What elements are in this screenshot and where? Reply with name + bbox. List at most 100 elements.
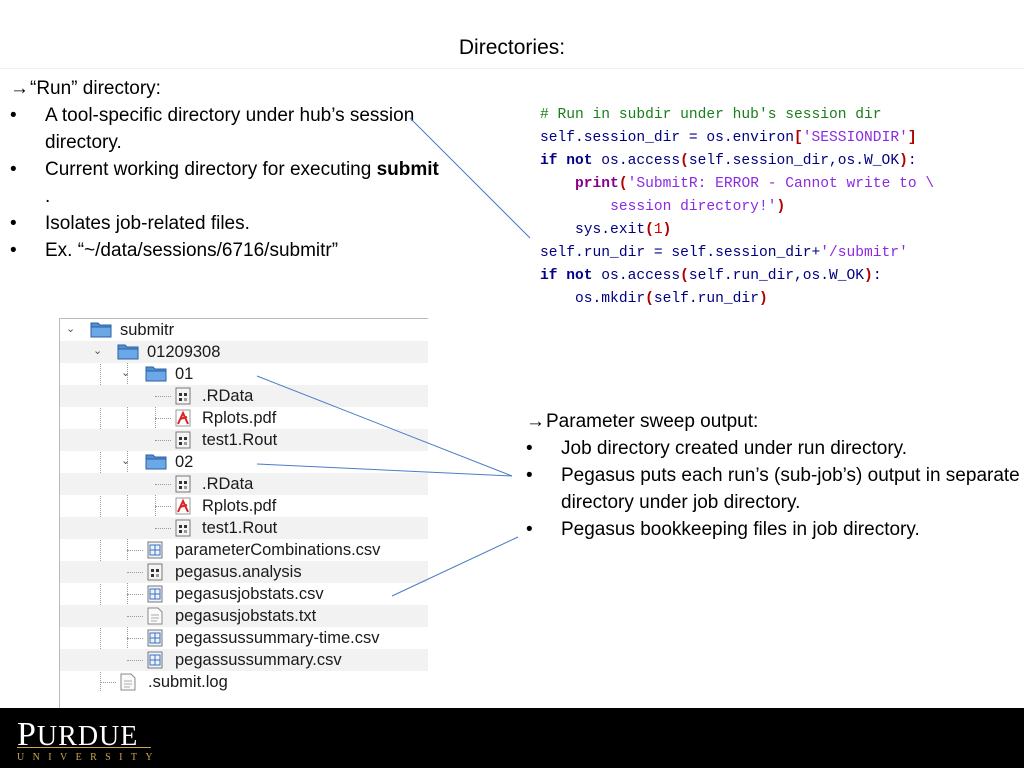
tree-row[interactable]: pegasusjobstats.csv [60, 583, 428, 605]
tree-label: submitr [120, 321, 175, 339]
code-string: 'SubmitR: ERROR - Cannot write to \ [627, 176, 935, 192]
code-string: 'SESSIONDIR' [802, 130, 908, 146]
bullet-tail: . [45, 186, 51, 207]
tree-row[interactable]: .RData [60, 385, 428, 407]
bullet-text: Ex. “~/data/sessions/6716/submitr” [45, 240, 339, 261]
right-arrow-icon: → [526, 411, 545, 432]
tree-row[interactable]: pegassussummary-time.csv [60, 627, 428, 649]
code-text: self.run_dir [653, 291, 759, 307]
chevron-down-icon[interactable]: ⌄ [121, 367, 131, 379]
parameter-sweep-bullets: →Parameter sweep output: • Job directory … [526, 408, 1024, 543]
code-comment: # Run in subdir under hub's session dir [540, 107, 882, 123]
code-text: os.access [592, 268, 681, 284]
run-directory-bullets: →“Run” directory: • A tool-specific direc… [10, 75, 440, 264]
tree-row[interactable]: .RData [60, 473, 428, 495]
bullet-dot: • [10, 105, 17, 126]
slide-title: Directories: [458, 36, 566, 59]
tree-row[interactable]: Rplots.pdf [60, 495, 428, 517]
bullet-item: •Current working directory for executing… [10, 156, 440, 210]
tree-row[interactable]: ⌄ 01 [60, 363, 428, 385]
tree-row[interactable]: test1.Rout [60, 517, 428, 539]
code-string: '/submitr' [820, 245, 908, 261]
data-file-icon [175, 475, 191, 493]
tree-row[interactable]: ⌄ 01209308 [60, 341, 428, 363]
run-directory-heading: →“Run” directory: [10, 75, 440, 102]
folder-icon [117, 344, 139, 360]
chevron-down-icon[interactable]: ⌄ [121, 455, 131, 467]
bullet-item: • Job directory created under run directo… [526, 435, 1024, 462]
tree-label: pegassussummary.csv [175, 651, 342, 669]
connector-line [256, 463, 513, 477]
tree-label: Rplots.pdf [202, 409, 277, 427]
data-file-icon [175, 387, 191, 405]
tree-row[interactable]: pegasusjobstats.txt [60, 605, 428, 627]
tree-guide [127, 594, 143, 595]
connector-line [256, 375, 513, 477]
folder-icon [145, 454, 167, 470]
code-text: sys.exit [575, 222, 646, 238]
tree-label: .submit.log [148, 673, 228, 691]
tree-label: test1.Rout [202, 431, 278, 449]
tree-guide [155, 385, 156, 440]
tree-label: pegasus.analysis [175, 563, 302, 581]
tree-row[interactable]: Rplots.pdf [60, 407, 428, 429]
run-directory-heading-text: “Run” directory: [30, 78, 161, 99]
bullet-text: Isolates job-related files. [45, 213, 250, 234]
csv-file-icon [147, 651, 163, 669]
code-text: os.access [592, 153, 681, 169]
bullet-item: •Pegasus bookkeeping files in job direct… [526, 516, 1024, 543]
tree-row[interactable]: .submit.log [60, 671, 428, 693]
code-string: session directory!' [610, 199, 777, 215]
code-text: os.mkdir [575, 291, 646, 307]
tree-guide [155, 418, 171, 419]
tree-row[interactable]: ⌄ submitr [60, 319, 428, 341]
tree-guide [127, 638, 143, 639]
tree-label: 01209308 [147, 343, 221, 361]
purdue-logo: PURDUE [17, 716, 138, 754]
code-keyword: if not [540, 268, 593, 284]
tree-guide [155, 440, 171, 441]
tree-guide [155, 484, 171, 485]
tree-row[interactable]: pegasus.analysis [60, 561, 428, 583]
title-divider [0, 68, 1024, 69]
bullet-text: A tool-specific directory under hub’s se… [45, 105, 415, 153]
data-file-icon [147, 563, 163, 581]
tree-label: pegassussummary-time.csv [175, 629, 380, 647]
text-file-icon [147, 607, 163, 625]
text-file-icon [120, 673, 136, 691]
tree-row[interactable]: test1.Rout [60, 429, 428, 451]
tree-guide [127, 572, 143, 573]
chevron-down-icon[interactable]: ⌄ [93, 345, 103, 357]
tree-label: parameterCombinations.csv [175, 541, 381, 559]
tree-guide [155, 396, 171, 397]
footer-bar: PURDUE UNIVERSITY [0, 708, 1024, 768]
chevron-down-icon[interactable]: ⌄ [66, 323, 76, 335]
data-file-icon [175, 519, 191, 537]
parameter-sweep-heading-text: Parameter sweep output: [546, 411, 759, 432]
tree-guide [127, 550, 143, 551]
bullet-text: Current working directory for executing [45, 159, 372, 180]
logo-initial: P [17, 716, 37, 753]
logo-divider [17, 747, 151, 748]
pdf-file-icon [175, 497, 191, 515]
csv-file-icon [147, 585, 163, 603]
bullet-item: • A tool-specific directory under hub’s s… [10, 102, 440, 156]
code-number: 1 [653, 222, 663, 238]
tree-guide [100, 682, 116, 683]
bullet-text: Job directory created under run director… [561, 438, 908, 459]
csv-file-icon [147, 541, 163, 559]
tree-label: test1.Rout [202, 519, 278, 537]
data-file-icon [175, 431, 191, 449]
tree-row[interactable]: pegassussummary.csv [60, 649, 428, 671]
tree-guide [155, 506, 171, 507]
code-text: self.session_dir = os.environ [540, 130, 794, 146]
parameter-sweep-heading: →Parameter sweep output: [526, 408, 1024, 435]
bullet-item: •Isolates job-related files. [10, 210, 440, 237]
bullet-item: •Pegasus puts each run’s (sub-job’s) out… [526, 462, 1024, 516]
tree-row[interactable]: ⌄ 02 [60, 451, 428, 473]
csv-file-icon [147, 629, 163, 647]
tree-row[interactable]: parameterCombinations.csv [60, 539, 428, 561]
bullet-dot: • [526, 519, 533, 540]
bullet-dot: • [526, 438, 533, 459]
